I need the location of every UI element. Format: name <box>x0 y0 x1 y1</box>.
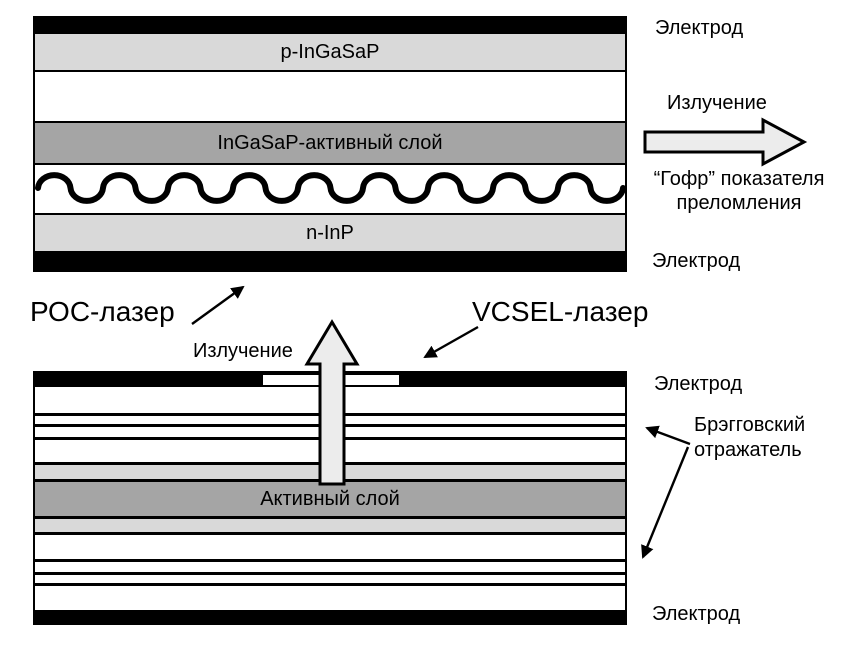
vcsel-laser-title: VCSEL-лазер <box>472 296 649 327</box>
vcsel-active-layer-label: Активный слой <box>260 487 400 510</box>
bragg-label-line2: отражатель <box>694 439 802 461</box>
bragg-reflector-label: Брэгговский отражатель <box>694 413 844 463</box>
vcsel-bragg-top-layer-1 <box>35 387 625 416</box>
vcsel-bragg-top-layer-3 <box>35 427 625 440</box>
dfb-n-layer-label: n-InP <box>306 221 354 244</box>
vcsel-electrode-bottom-label: Электрод <box>652 603 741 625</box>
dfb-top-electrode-bar <box>35 18 625 34</box>
dfb-p-layer: p-InGaSaP <box>35 34 625 72</box>
vcsel-bragg-bottom-layer-1 <box>35 535 625 562</box>
corrugation-label-line2: преломления <box>676 192 802 214</box>
dfb-pointer-arrow-icon <box>191 285 245 325</box>
vcsel-active-layer: Активный слой <box>35 482 625 519</box>
corrugation-wave-icon <box>35 172 625 204</box>
bragg-pointer-arrow-top-icon <box>645 425 691 446</box>
dfb-active-layer-label: InGaSaP-активный слой <box>217 131 443 154</box>
dfb-laser-structure: p-InGaSaP InGaSaP-активный слой n-InP <box>33 16 627 272</box>
vcsel-bottom-electrode-bar <box>35 610 625 623</box>
vcsel-top-electrode-bar <box>35 373 625 387</box>
vcsel-pointer-arrow-icon <box>423 325 479 359</box>
vcsel-bragg-bottom-layer-4 <box>35 586 625 610</box>
dfb-p-layer-label: p-InGaSaP <box>280 40 380 63</box>
bragg-label-line1: Брэгговский <box>694 414 806 436</box>
vcsel-bragg-top-layer-2 <box>35 416 625 427</box>
emission-right-arrow-icon <box>643 117 808 167</box>
corrugation-label: “Гофр” показателя преломления <box>626 167 852 215</box>
dfb-electrode-top-label: Электрод <box>655 17 744 39</box>
vcsel-cladding-top <box>35 465 625 482</box>
vcsel-bragg-top-layer-4 <box>35 440 625 465</box>
vcsel-electrode-aperture <box>263 375 399 385</box>
vcsel-laser-structure: Активный слой <box>33 371 627 625</box>
dfb-bottom-electrode-bar <box>35 253 625 272</box>
dfb-active-layer: InGaSaP-активный слой <box>35 123 625 165</box>
corrugation-label-line1: “Гофр” показателя <box>653 168 825 190</box>
dfb-laser-title: РОС-лазер <box>30 296 175 327</box>
dfb-n-layer: n-InP <box>35 215 625 253</box>
bragg-pointer-arrow-bottom-icon <box>641 446 690 559</box>
dfb-spacer-layer-top <box>35 72 625 123</box>
vcsel-bragg-bottom-layer-2 <box>35 562 625 575</box>
vcsel-bragg-bottom-layer-3 <box>35 575 625 586</box>
dfb-corrugation-layer <box>35 165 625 215</box>
vcsel-cladding-bottom <box>35 519 625 535</box>
dfb-electrode-bottom-label: Электрод <box>652 250 741 272</box>
dfb-emission-label: Излучение <box>667 92 767 114</box>
vcsel-emission-label: Излучение <box>193 340 293 362</box>
vcsel-electrode-top-label: Электрод <box>654 373 743 395</box>
